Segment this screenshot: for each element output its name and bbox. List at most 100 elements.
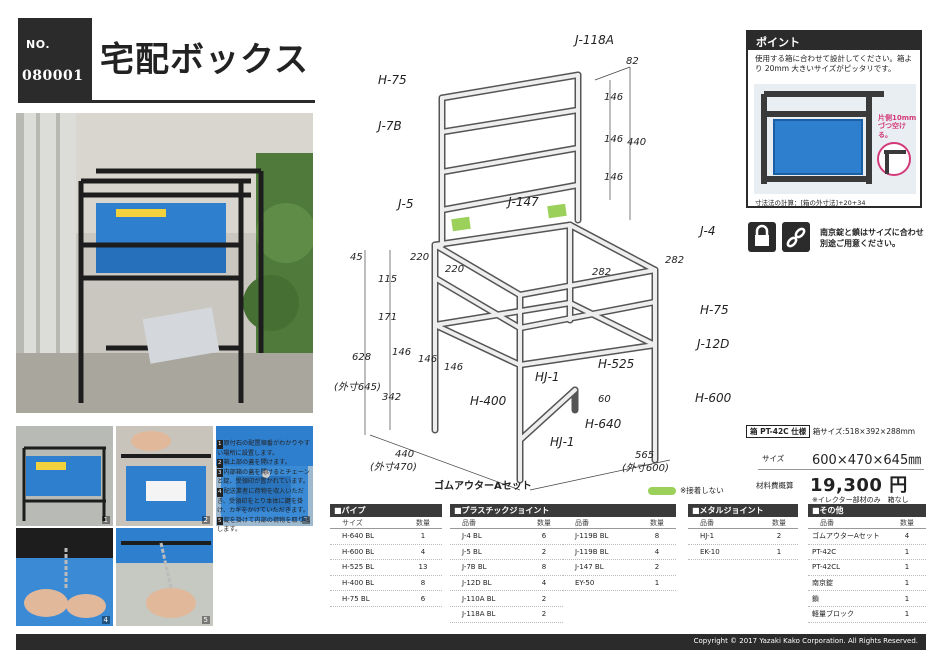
step-photo-2: 2: [116, 426, 213, 526]
dim-342: 342: [382, 392, 401, 403]
part-j4: J-4: [698, 224, 716, 238]
part-h75-right: H-75: [700, 303, 729, 317]
part-hj1-lower: HJ-1: [550, 435, 575, 449]
step-photo-1: 1: [16, 426, 113, 526]
photo-number: 1: [101, 516, 110, 524]
dim-440-horizontal: 440: [395, 449, 414, 460]
part-j118a: J-118A: [573, 33, 614, 47]
spec-section: 箱 PT-42C 仕様 箱サイズ:518×392×288mm サイズ 600×4…: [746, 425, 926, 504]
case-spec: 箱 PT-42C 仕様 箱サイズ:518×392×288mm: [746, 425, 926, 438]
price-note: ※イレクター部材のみ 箱なし: [812, 496, 909, 504]
dim-470-outer: (外寸470): [370, 461, 417, 473]
product-number: 080001: [22, 68, 84, 84]
dim-220-a: 220: [410, 252, 429, 263]
table-header-row: サイズ 数量: [330, 517, 442, 529]
plastic-table-heading: ■プラスチックジョイント: [450, 504, 676, 517]
dim-220-b: 220: [445, 264, 464, 275]
point-illustration: 片側10mmづつ空ける。: [754, 84, 916, 194]
legend-text: ※接着しない: [680, 486, 724, 495]
photo-number: 2: [201, 516, 210, 524]
dim-115: 115: [378, 274, 397, 285]
main-product-photo: [16, 113, 313, 413]
step-photo-5: 5: [116, 528, 213, 626]
product-number-label: NO.: [26, 38, 50, 51]
price-label: 材料費概算: [756, 481, 794, 490]
dim-600-outer: (外寸600): [622, 462, 669, 474]
table-header-row: 品番 数量: [563, 517, 676, 529]
other-table-heading: ■その他: [808, 504, 926, 517]
table-header-row: 品番 数量: [450, 517, 563, 529]
pipe-table-heading: ■パイプ: [330, 504, 442, 517]
table-header-row: 品番 数量: [808, 517, 926, 529]
dim-628: 628: [352, 352, 371, 363]
rubber-outer-label: ゴムアウターAセット: [434, 479, 532, 492]
page-title: 宅配ボックス: [100, 40, 309, 80]
point-text: 使用する箱に合わせて設計してください。箱より 20mm 大きいサイズがピッタリで…: [755, 54, 913, 74]
point-heading: ポイント: [748, 32, 920, 50]
padlock-icon: [748, 222, 776, 252]
part-h400: H-400: [470, 394, 507, 408]
dim-440-vertical: 440: [627, 137, 646, 148]
spec-divider: [758, 469, 924, 470]
part-h75-top: H-75: [378, 73, 407, 87]
metal-table-heading: ■メタルジョイント: [688, 504, 798, 517]
dim-146-mid: 146: [604, 134, 623, 145]
size-label: サイズ: [762, 454, 785, 463]
dim-282-a: 282: [665, 255, 684, 266]
size-value: 600×470×645㎜: [812, 453, 922, 468]
footer: Copyright © 2017 Yazaki Kako Corporation…: [16, 634, 926, 650]
dim-146-top: 146: [604, 92, 623, 103]
photo-number: 5: [201, 616, 210, 624]
case-tag: 箱 PT-42C 仕様: [746, 425, 811, 438]
assembly-diagram: J-118A H-75 J-7B J-5 J-147 J-4 H-75 J-12…: [334, 33, 732, 492]
title-divider: [18, 100, 315, 103]
dim-146-low: 146: [604, 172, 623, 183]
point-formula: 寸法法の計算：[箱の外寸法]+20+34: [755, 199, 866, 207]
point-callout: 片側10mmづつ空ける。: [878, 114, 917, 139]
copyright: Copyright © 2017 Yazaki Kako Corporation…: [693, 637, 918, 645]
price-value: 19,300 円: [810, 475, 908, 496]
price-row: 材料費概算 19,300 円 ※イレクター部材のみ 箱なし: [746, 471, 926, 507]
dim-146-e: 146: [418, 354, 437, 365]
dim-146-f: 146: [444, 362, 463, 373]
part-h640: H-640: [585, 417, 622, 431]
step-photo-3: 3: [216, 426, 313, 526]
part-j12d: J-12D: [695, 337, 729, 351]
part-j5: J-5: [396, 197, 414, 211]
dim-82: 82: [626, 56, 639, 67]
legend: ※接着しない: [648, 485, 724, 496]
dim-645-outer: (外寸645): [334, 381, 381, 393]
dim-171: 171: [378, 312, 397, 323]
dim-45: 45: [350, 252, 363, 263]
part-h600: H-600: [695, 391, 732, 405]
size-row: サイズ 600×470×645㎜: [746, 447, 926, 469]
dim-60: 60: [598, 394, 611, 405]
